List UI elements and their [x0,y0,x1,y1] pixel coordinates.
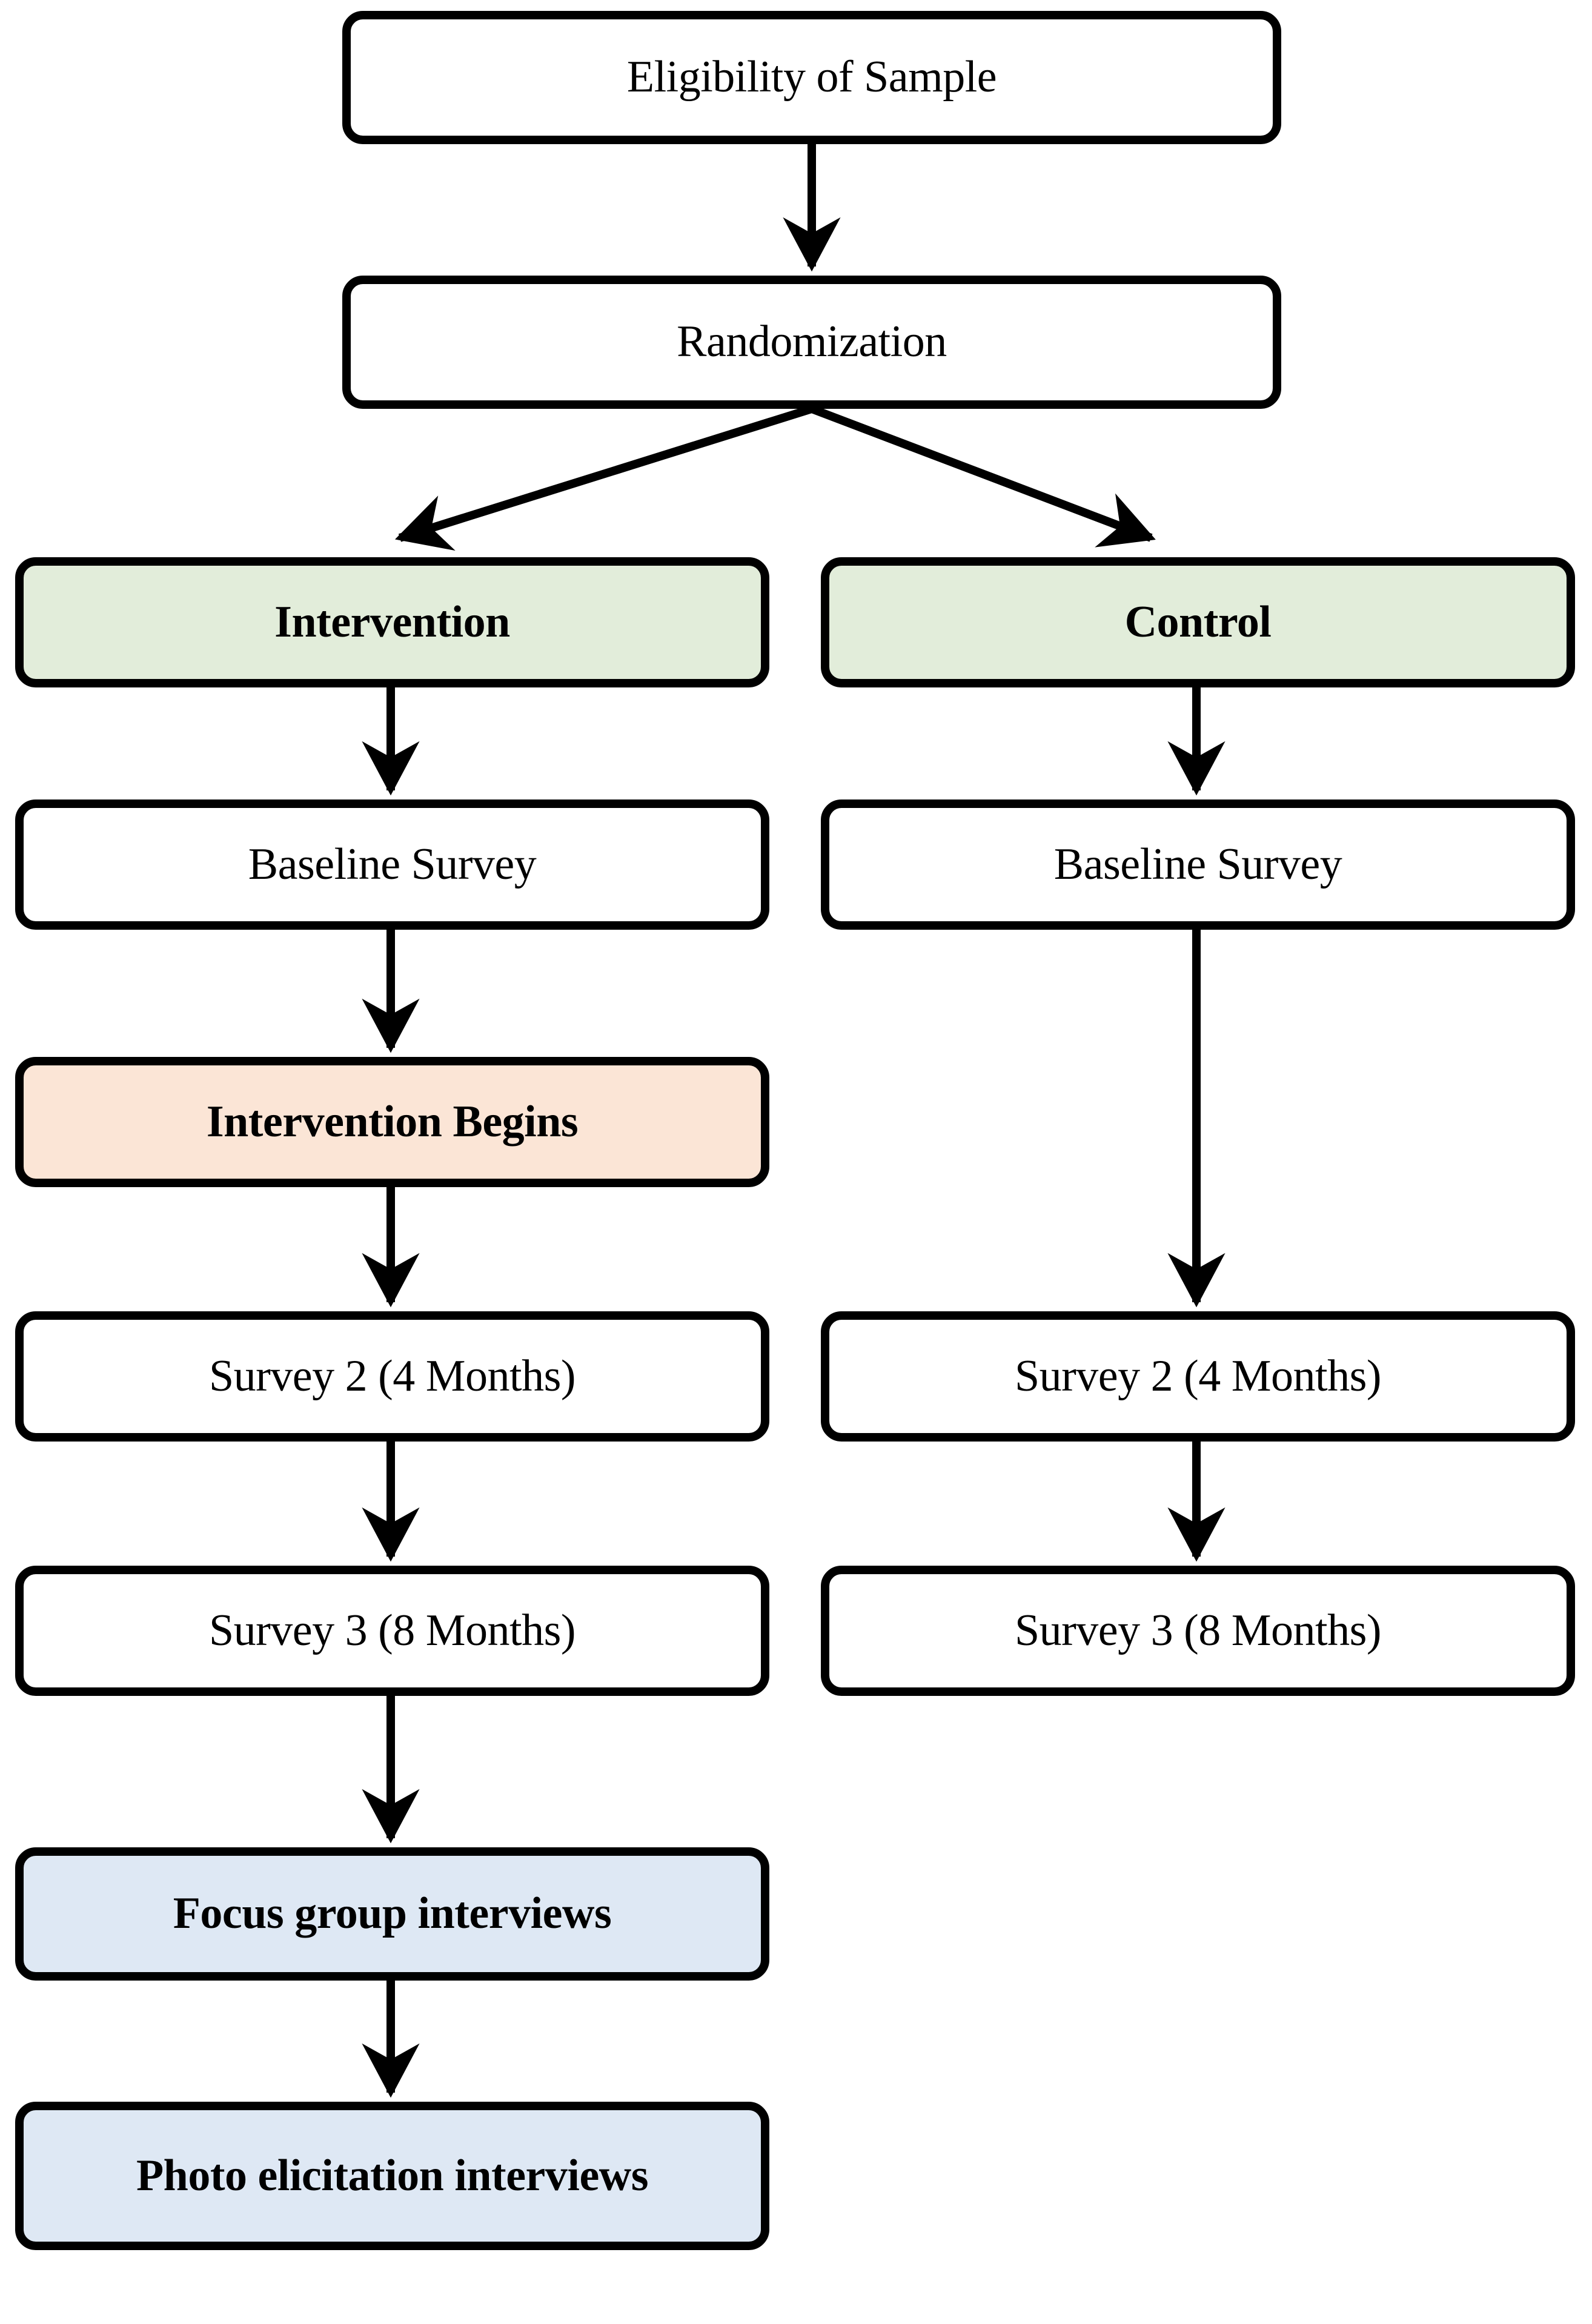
node-baseline-survey-control-label: Baseline Survey [1053,839,1342,889]
node-survey3-intervention[interactable]: Survey 3 (8 Months) [15,1566,769,1696]
node-focus-group-interviews[interactable]: Focus group interviews [15,1847,769,1981]
node-survey2-control-label: Survey 2 (4 Months) [1014,1351,1382,1401]
node-survey3-control-label: Survey 3 (8 Months) [1014,1605,1382,1655]
node-eligibility-label: Eligibility of Sample [626,52,997,102]
node-intervention-begins[interactable]: Intervention Begins [15,1057,769,1187]
node-survey3-control[interactable]: Survey 3 (8 Months) [821,1566,1575,1696]
node-intervention[interactable]: Intervention [15,557,769,687]
node-photo-elicitation-interviews-label: Photo elicitation interviews [136,2150,649,2200]
node-focus-group-interviews-label: Focus group interviews [173,1889,612,1939]
node-baseline-survey-intervention-label: Baseline Survey [248,839,537,889]
edge-randomization-to-intervention [394,405,814,551]
node-intervention-label: Intervention [274,597,510,647]
edge-randomization-to-control [810,405,1156,548]
node-eligibility[interactable]: Eligibility of Sample [342,11,1281,144]
node-baseline-survey-intervention[interactable]: Baseline Survey [15,799,769,930]
node-baseline-survey-control[interactable]: Baseline Survey [821,799,1575,930]
node-photo-elicitation-interviews[interactable]: Photo elicitation interviews [15,2102,769,2250]
node-survey2-intervention[interactable]: Survey 2 (4 Months) [15,1311,769,1442]
node-intervention-begins-label: Intervention Begins [206,1096,579,1147]
node-survey2-intervention-label: Survey 2 (4 Months) [208,1351,576,1401]
node-randomization[interactable]: Randomization [342,276,1281,409]
node-survey2-control[interactable]: Survey 2 (4 Months) [821,1311,1575,1442]
node-randomization-label: Randomization [677,317,947,367]
node-control[interactable]: Control [821,557,1575,687]
node-survey3-intervention-label: Survey 3 (8 Months) [208,1605,576,1655]
node-control-label: Control [1124,597,1272,647]
